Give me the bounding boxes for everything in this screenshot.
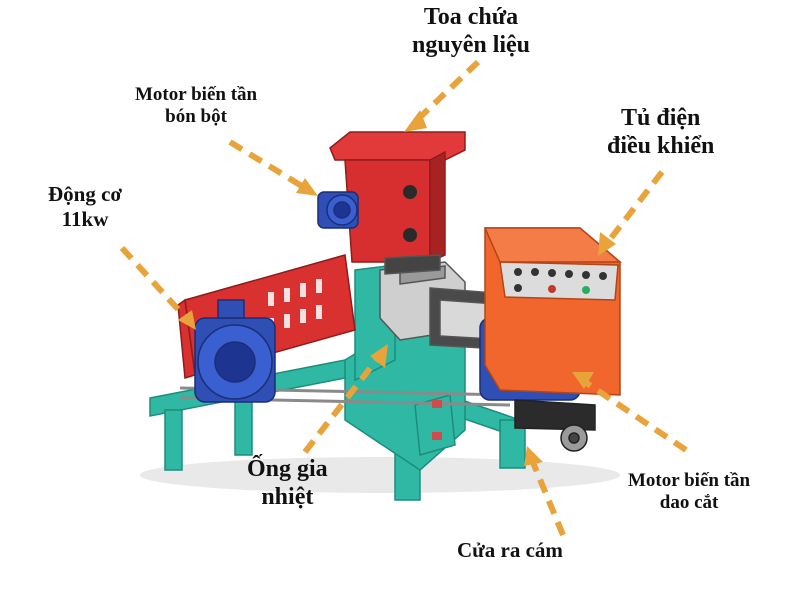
heating-arrowhead — [370, 344, 388, 368]
heating-tube-label-line2: nhiệt — [261, 484, 314, 511]
cutter-base — [514, 399, 596, 452]
control-cabinet-label: Tủ điện điều khiển — [607, 104, 714, 161]
cabinet-buttons — [514, 268, 607, 294]
feed-motor-label-line2: bón bột — [165, 106, 227, 128]
feed-motor — [317, 191, 359, 229]
control-cabinet-label-line1: Tủ điện — [621, 105, 701, 131]
outlet-arrowhead — [524, 446, 543, 466]
cutter-motor-arrow-line — [583, 379, 688, 453]
cutter-motor-label: Motor biến tần dao cắt — [628, 470, 750, 515]
cabinet-arrow-line — [605, 170, 665, 244]
main-motor-arrowhead — [178, 310, 196, 330]
feed-motor-arrow-line — [228, 139, 307, 191]
hopper-arrowhead — [404, 110, 427, 132]
callout-arrowheads — [178, 110, 616, 466]
feed-motor-label-line1: Motor biến tần — [135, 84, 258, 105]
hopper-arrow-line — [412, 59, 481, 125]
main-motor — [194, 299, 276, 403]
cutter-motor-arrowhead — [572, 372, 594, 389]
control-cabinet-label-line2: điều khiển — [607, 133, 715, 160]
main-motor-label: Động cơ 11kw — [48, 182, 122, 232]
main-motor-arrow-line — [119, 245, 189, 321]
hopper-label-line2: nguyên liệu — [412, 32, 531, 59]
extruder-machine — [140, 131, 623, 501]
heating-tube-label-line1: Ống gia — [247, 456, 328, 482]
heating-arrow-line — [302, 356, 381, 454]
callout-arrows — [119, 59, 688, 537]
hopper-label-line1: Toa chứa — [423, 4, 519, 30]
main-motor-label-line1: Động cơ — [48, 182, 123, 206]
feed-motor-label: Motor biến tần bón bột — [135, 84, 257, 129]
outlet-valves — [432, 400, 442, 440]
cutter-motor-label-line1: Motor biến tần — [628, 470, 751, 491]
main-motor-label-line2: 11kw — [61, 206, 109, 231]
cutter-motor-label-line2: dao cắt — [659, 492, 719, 514]
outlet-label-line1: Cửa ra cám — [457, 538, 563, 562]
hopper-label: Toa chứa nguyên liệu — [412, 3, 530, 60]
cabinet-arrowhead — [598, 232, 616, 256]
outlet-label: Cửa ra cám — [457, 538, 563, 563]
hopper-fittings — [403, 185, 417, 242]
feed-motor-arrowhead — [296, 178, 318, 196]
outlet-arrow-line — [529, 458, 566, 537]
heating-tube-label: Ống gia nhiệt — [247, 455, 328, 512]
